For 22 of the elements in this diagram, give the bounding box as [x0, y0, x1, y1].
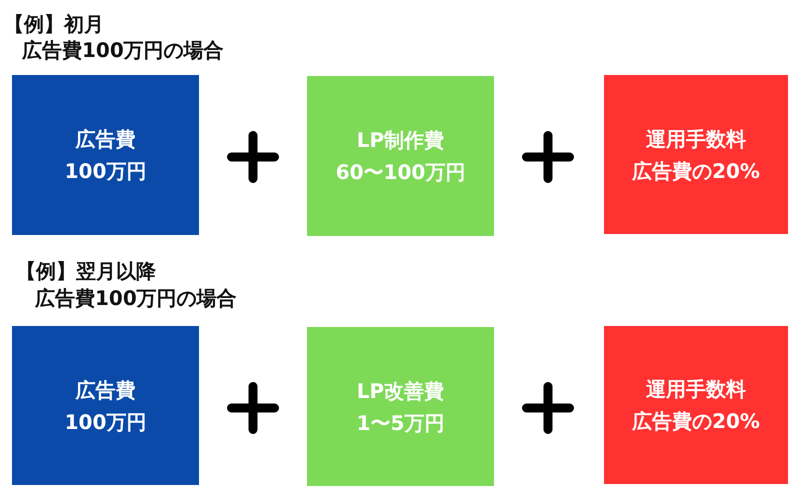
- fee-box: [12, 75, 199, 235]
- fee-amount: 60〜100万円: [336, 159, 466, 186]
- fee-amount: 広告費の20%: [632, 408, 760, 435]
- fee-amount: 広告費の20%: [632, 158, 760, 184]
- fee-name: 運用手数料: [646, 126, 746, 152]
- example-heading: 【例】初月: [4, 12, 104, 36]
- fee-name: 運用手数料: [646, 376, 746, 403]
- fee-box: [604, 75, 788, 234]
- fee-box: [604, 326, 788, 484]
- condition-text: 広告費100万円の場合: [35, 286, 237, 310]
- condition-text: 広告費100万円の場合: [22, 38, 224, 62]
- fee-name: 広告費: [76, 376, 136, 404]
- fee-box: [307, 327, 494, 486]
- fee-amount: 100万円: [64, 408, 146, 436]
- fee-name: 広告費: [76, 126, 136, 153]
- fee-amount: 100万円: [64, 158, 146, 185]
- fee-name: LP改善費: [356, 378, 444, 404]
- example-heading: 【例】翌月以降: [16, 259, 156, 283]
- fee-amount: 1〜5万円: [356, 410, 444, 436]
- fee-box: [12, 326, 199, 485]
- fee-box: [307, 76, 494, 236]
- fee-name: LP制作費: [356, 127, 444, 154]
